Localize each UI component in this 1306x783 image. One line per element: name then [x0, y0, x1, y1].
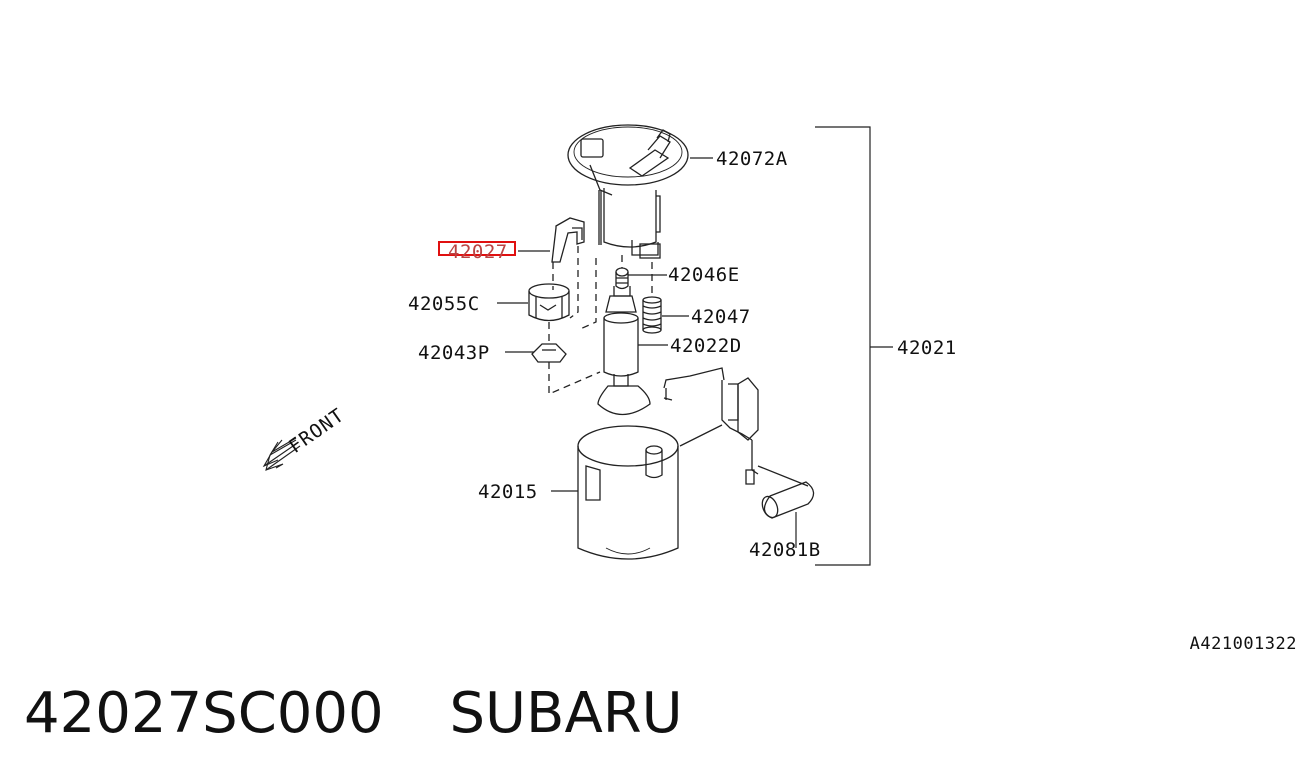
spring-42047: [642, 296, 662, 334]
assembly-guides: [548, 246, 653, 395]
holder-42055C: [528, 283, 570, 322]
callout-42072A: 42072A: [716, 148, 788, 170]
retainer-42043P: [531, 343, 567, 363]
callout-42046E: 42046E: [668, 264, 740, 286]
reservoir-42015: [577, 424, 723, 560]
fuel-pump-flange: [567, 124, 689, 259]
diagram-id: A421001322: [1189, 634, 1297, 654]
callout-42021: 42021: [897, 337, 957, 359]
callout-42081B: 42081B: [749, 539, 821, 561]
clip-42027: [551, 217, 585, 263]
callout-42027[interactable]: 42027: [448, 241, 508, 263]
callout-42047: 42047: [691, 306, 751, 328]
brand-name: SUBARU: [449, 681, 683, 746]
part-number: 42027SC000: [24, 681, 384, 746]
highlight-box-42027: [438, 241, 516, 256]
callout-42022D: 42022D: [670, 335, 742, 357]
callout-42015: 42015: [478, 481, 538, 503]
callout-42055C: 42055C: [408, 293, 480, 315]
leader-lines: [497, 126, 893, 566]
title-row: 42027SC000 SUBARU: [24, 686, 683, 742]
fuel-pump-42022D: [597, 286, 651, 416]
front-arrow-icon: [262, 437, 301, 471]
callout-42043P: 42043P: [418, 342, 490, 364]
fuel-level-sender: [663, 367, 815, 519]
filter-42046E: [615, 267, 629, 290]
